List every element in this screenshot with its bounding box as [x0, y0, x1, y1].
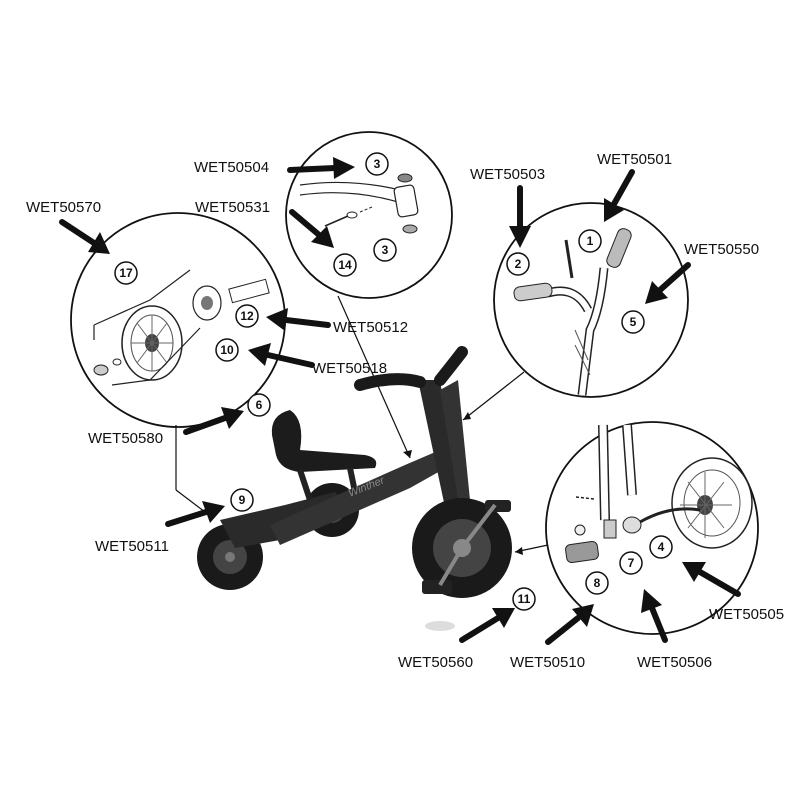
- svg-text:8: 8: [594, 576, 601, 590]
- detail-circle-seat-post: [285, 131, 453, 299]
- connector-lines: [175, 295, 549, 555]
- handlebar-detail-drawing: [513, 228, 632, 396]
- callout-14: 14: [333, 253, 357, 277]
- svg-text:4: 4: [658, 540, 665, 554]
- svg-text:10: 10: [220, 343, 234, 357]
- seat-post-detail-drawing: [299, 173, 419, 234]
- callout-1: 1: [578, 229, 602, 253]
- callout-12: 12: [235, 304, 259, 328]
- label-wet50512: WET50512: [333, 319, 408, 336]
- callout-17: 17: [114, 261, 138, 285]
- label-wet50501: WET50501: [597, 151, 672, 168]
- label-wet50505: WET50505: [709, 606, 784, 623]
- label-wet50580: WET50580: [88, 430, 163, 447]
- svg-text:11: 11: [518, 592, 531, 606]
- callout-3-bottom: 3: [373, 238, 397, 262]
- tricycle-illustration: Winther: [197, 346, 512, 631]
- svg-text:14: 14: [338, 258, 352, 272]
- pointer-arrows: [59, 157, 741, 645]
- label-wet50550: WET50550: [684, 241, 759, 258]
- callout-11: 11: [512, 587, 536, 611]
- detail-circle-handlebar: [493, 202, 689, 398]
- svg-text:3: 3: [382, 243, 389, 257]
- callout-2: 2: [506, 252, 530, 276]
- label-wet50510: WET50510: [510, 654, 585, 671]
- svg-text:7: 7: [628, 556, 635, 570]
- svg-text:6: 6: [256, 398, 263, 412]
- detail-circle-front-wheel: [545, 421, 759, 635]
- callout-9: 9: [230, 488, 254, 512]
- callout-3-top: 3: [365, 152, 389, 176]
- svg-text:9: 9: [239, 493, 246, 507]
- callout-8: 8: [585, 571, 609, 595]
- label-wet50503: WET50503: [470, 166, 545, 183]
- rear-wheel-detail-drawing: [93, 269, 270, 386]
- callout-6: 6: [247, 393, 271, 417]
- part-number-callouts: 3 3 14 1 2 5 17 12 10 6 9 4 7 8 11: [114, 152, 673, 611]
- label-wet50531: WET50531: [195, 199, 270, 216]
- label-wet50506: WET50506: [637, 654, 712, 671]
- svg-text:2: 2: [515, 257, 522, 271]
- label-wet50504: WET50504: [194, 159, 269, 176]
- label-wet50560: WET50560: [398, 654, 473, 671]
- part-code-labels: WET50504 WET50531 WET50503 WET50501 WET5…: [26, 151, 784, 671]
- label-wet50511: WET50511: [95, 538, 169, 555]
- label-wet50570: WET50570: [26, 199, 101, 216]
- callout-10: 10: [215, 338, 239, 362]
- svg-text:12: 12: [240, 309, 254, 323]
- front-wheel-detail-drawing: [565, 424, 753, 563]
- svg-text:3: 3: [374, 157, 381, 171]
- callout-4: 4: [649, 535, 673, 559]
- svg-text:5: 5: [630, 315, 637, 329]
- svg-text:17: 17: [119, 266, 133, 280]
- label-wet50518: WET50518: [312, 360, 387, 377]
- callout-7: 7: [619, 551, 643, 575]
- svg-text:1: 1: [587, 234, 594, 248]
- callout-5: 5: [621, 310, 645, 334]
